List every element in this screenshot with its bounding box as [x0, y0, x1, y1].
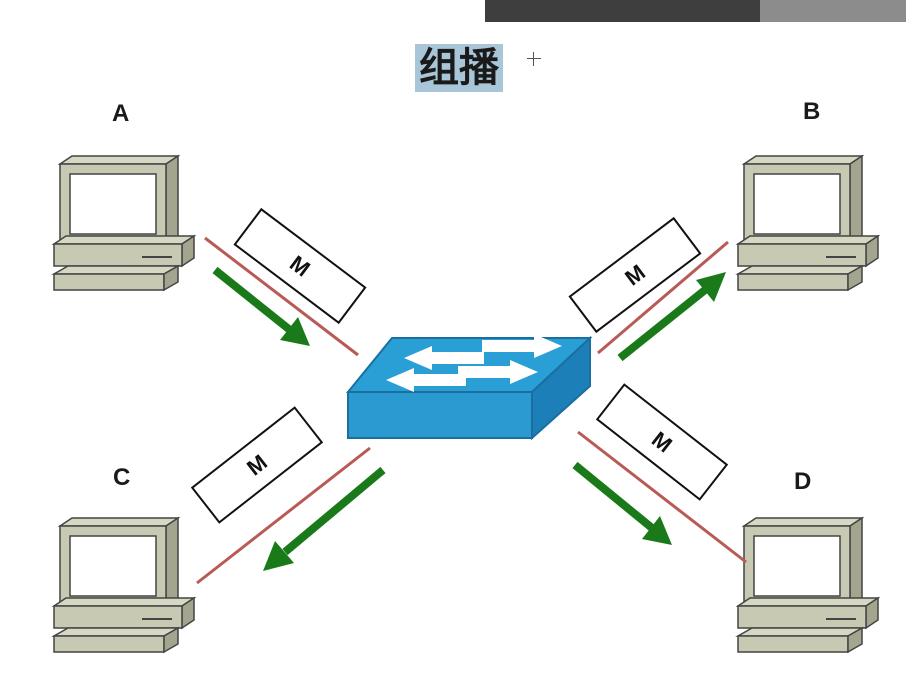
computer-icon-b	[737, 155, 879, 291]
packet-box-d: M	[595, 383, 729, 501]
computer-icon-d	[737, 517, 879, 653]
arrow-switch-to-c	[263, 466, 386, 571]
arrow-a-to-switch	[212, 266, 310, 346]
switch-icon	[345, 334, 593, 441]
top-bar-dark	[485, 0, 760, 22]
arrow-switch-to-b	[617, 272, 726, 362]
packet-box-a: M	[233, 207, 367, 325]
crosshair-cursor-icon	[527, 52, 541, 66]
node-label-a: A	[112, 100, 130, 127]
link-line-b	[597, 240, 729, 355]
computer-icon-c	[53, 517, 195, 653]
link-line-a	[204, 236, 359, 357]
arrow-switch-to-d	[572, 461, 672, 545]
node-label-b: B	[803, 98, 821, 125]
link-line-d	[577, 430, 747, 564]
link-line-c	[196, 446, 371, 585]
node-label-d: D	[794, 468, 812, 495]
packet-box-b: M	[568, 216, 702, 334]
node-label-c: C	[113, 464, 131, 491]
diagram-title: 组播	[415, 44, 503, 92]
computer-icon-a	[53, 155, 195, 291]
top-bar-light	[760, 0, 906, 22]
packet-box-c: M	[190, 406, 324, 524]
